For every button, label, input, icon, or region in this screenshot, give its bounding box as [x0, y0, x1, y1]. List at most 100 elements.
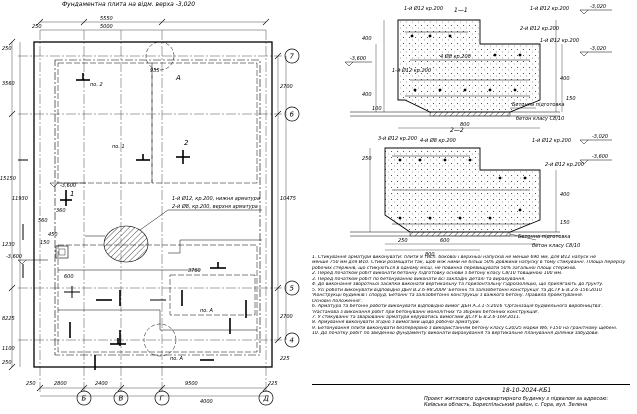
position-label: по. А: [170, 356, 184, 362]
dim-misc: 3760: [188, 268, 201, 274]
dim-left: 1100: [2, 346, 15, 352]
axis-label-6: 6: [290, 111, 295, 119]
position-label: по. А: [200, 308, 214, 314]
dim-bottom: 2400: [95, 381, 108, 387]
note-line: Основні положення'.: [312, 298, 363, 304]
rebar-label: 1-й Ø12 кр.200: [392, 67, 431, 74]
note-line: 4. До виконання зворотньої засипки викон…: [312, 282, 604, 288]
section-1-concrete: [397, 19, 541, 113]
dim-label: 150: [560, 220, 570, 226]
rebar-leader-2: 2-й Ø8, кр.200, верхня арматура: [172, 203, 258, 210]
axis-label-d: Д: [263, 395, 270, 403]
dim-left: 11930: [12, 196, 28, 202]
general-notes: 1. Стикування арматури виконувати: плити…: [312, 255, 630, 383]
note-line: 10. До початку робіт по зведенню фундаме…: [312, 331, 599, 337]
note-line: 'Конструкції будинків і споруд. Бетонні …: [312, 293, 584, 299]
note-line: 8. Армування виконувати згідно з вимогам…: [312, 320, 481, 326]
level-markers: [17, 182, 86, 265]
pit-outline: [54, 59, 261, 356]
section-1-title: 1—1: [454, 7, 468, 14]
rebar-label: 1-й Ø12 кр.200: [532, 137, 571, 144]
dim-bottom: 2800: [54, 381, 67, 387]
note-line: 2. Перед початком робіт виконати бетонну…: [312, 271, 563, 277]
plan-labels: Фундаментна плита на відм. верха -3,020 …: [0, 1, 296, 405]
dim-top: 250: [32, 24, 42, 30]
dim-misc: 600: [64, 274, 74, 280]
section-2-title: 2—2: [450, 127, 464, 134]
cut-label: 2: [184, 139, 189, 147]
rebar-label: 1-й Ø12 кр.200: [530, 5, 569, 12]
dim-label: 600: [440, 238, 450, 244]
dim-top: 5000: [100, 24, 113, 30]
dim-label: 250: [398, 238, 408, 244]
level-label: -3,600: [592, 154, 608, 160]
rebar-leader-1: 1-й Ø12, кр.200, нижня арматура: [172, 195, 260, 202]
dim-label: 800: [460, 122, 470, 128]
note-line: 7. У стикуванні та зварюванні арматури к…: [312, 314, 521, 320]
dim-bottom: 250: [26, 381, 36, 387]
dim-bottom: 9500: [185, 381, 198, 387]
dim-left: 8225: [2, 316, 15, 322]
cut-label: 1: [70, 190, 74, 198]
dim-top: 5550: [100, 16, 113, 22]
drain-square: [55, 245, 69, 259]
level-label: -3,020: [590, 4, 606, 10]
dim-misc: 560: [38, 218, 48, 224]
sump-pit-hatch: [103, 225, 149, 263]
axis-bubbles: [76, 48, 300, 406]
project-title-line-2: Київська область, Бориспільський район, …: [424, 402, 588, 408]
note-line: 1. Стикування арматури виконувати: плити…: [312, 255, 596, 260]
rebar-label: 1-й Ø12 кр.200: [540, 37, 579, 44]
rebar-label: 3-й Ø12 кр.200: [378, 135, 417, 142]
dim-label: 400: [362, 36, 372, 42]
axis-lines: [18, 30, 282, 392]
zone-4: [169, 274, 256, 316]
axis-label-b: Б: [82, 395, 87, 403]
slab-outline: [33, 41, 273, 368]
cut-label: А: [175, 74, 181, 82]
axis-label-v: В: [119, 395, 124, 403]
rebar-label: 4 Ø8 кр.200: [440, 53, 471, 60]
dim-misc: 935: [150, 68, 160, 74]
level-label: -3,020: [592, 134, 608, 140]
project-title-line-1: Проект житлового одноквартирного будинку…: [424, 396, 609, 402]
concrete-prep-label: Бетонна підготовка: [518, 234, 570, 240]
section-2-2: [350, 139, 612, 251]
drawing-code: 18-10-2024-КБ1: [502, 387, 552, 394]
dim-label: 250: [362, 156, 372, 162]
zone-3: [57, 244, 258, 353]
detail-circle: [145, 41, 175, 71]
dim-bottom: 4000: [200, 399, 213, 405]
dim-misc: 450: [48, 232, 58, 238]
level-label: -3,020: [590, 46, 606, 52]
dim-left: 3560: [2, 81, 15, 87]
note-line: 5. Усі роботи виконувати відповідно ДБН …: [312, 287, 602, 293]
axis-label-5: 5: [290, 285, 295, 293]
zone-2: [151, 62, 258, 184]
note-line: 'Настанова з виконання робіт при бетонув…: [312, 309, 540, 315]
rebar-label: 4-й Ø8 кр.200: [420, 137, 456, 144]
section-1-labels: 1—1 1-й Ø12 кр.200 1-й Ø12 кр.200 4 Ø8 к…: [350, 4, 606, 128]
axis-label-g: Г: [160, 395, 165, 403]
plan-title: Фундаментна плита на відм. верха -3,020: [62, 1, 195, 8]
level-label: -3,600: [6, 254, 22, 260]
dim-label: 400: [362, 92, 372, 98]
dim-label: 100: [372, 106, 382, 112]
dim-left: 1230: [2, 242, 15, 248]
axis-label-4: 4: [290, 337, 294, 345]
axis-label-7: 7: [290, 53, 295, 61]
rebar-markers: [60, 73, 247, 370]
dim-left: 250: [2, 46, 12, 52]
note-line: менше 750 мм для Ø10. Стики розміщати та…: [312, 260, 626, 266]
dim-label: 400: [560, 76, 570, 82]
dim-right: 10475: [280, 196, 296, 202]
title-block: 18-10-2024-КБ1 Проект житлового одноквар…: [312, 384, 630, 409]
dim-label: 400: [560, 192, 570, 198]
position-label: по. 1: [112, 144, 125, 150]
level-label: -3,600: [350, 56, 366, 62]
dim-right: 2700: [280, 84, 293, 90]
dimension-lines: [11, 21, 287, 397]
foundation-plan: [8, 18, 300, 406]
